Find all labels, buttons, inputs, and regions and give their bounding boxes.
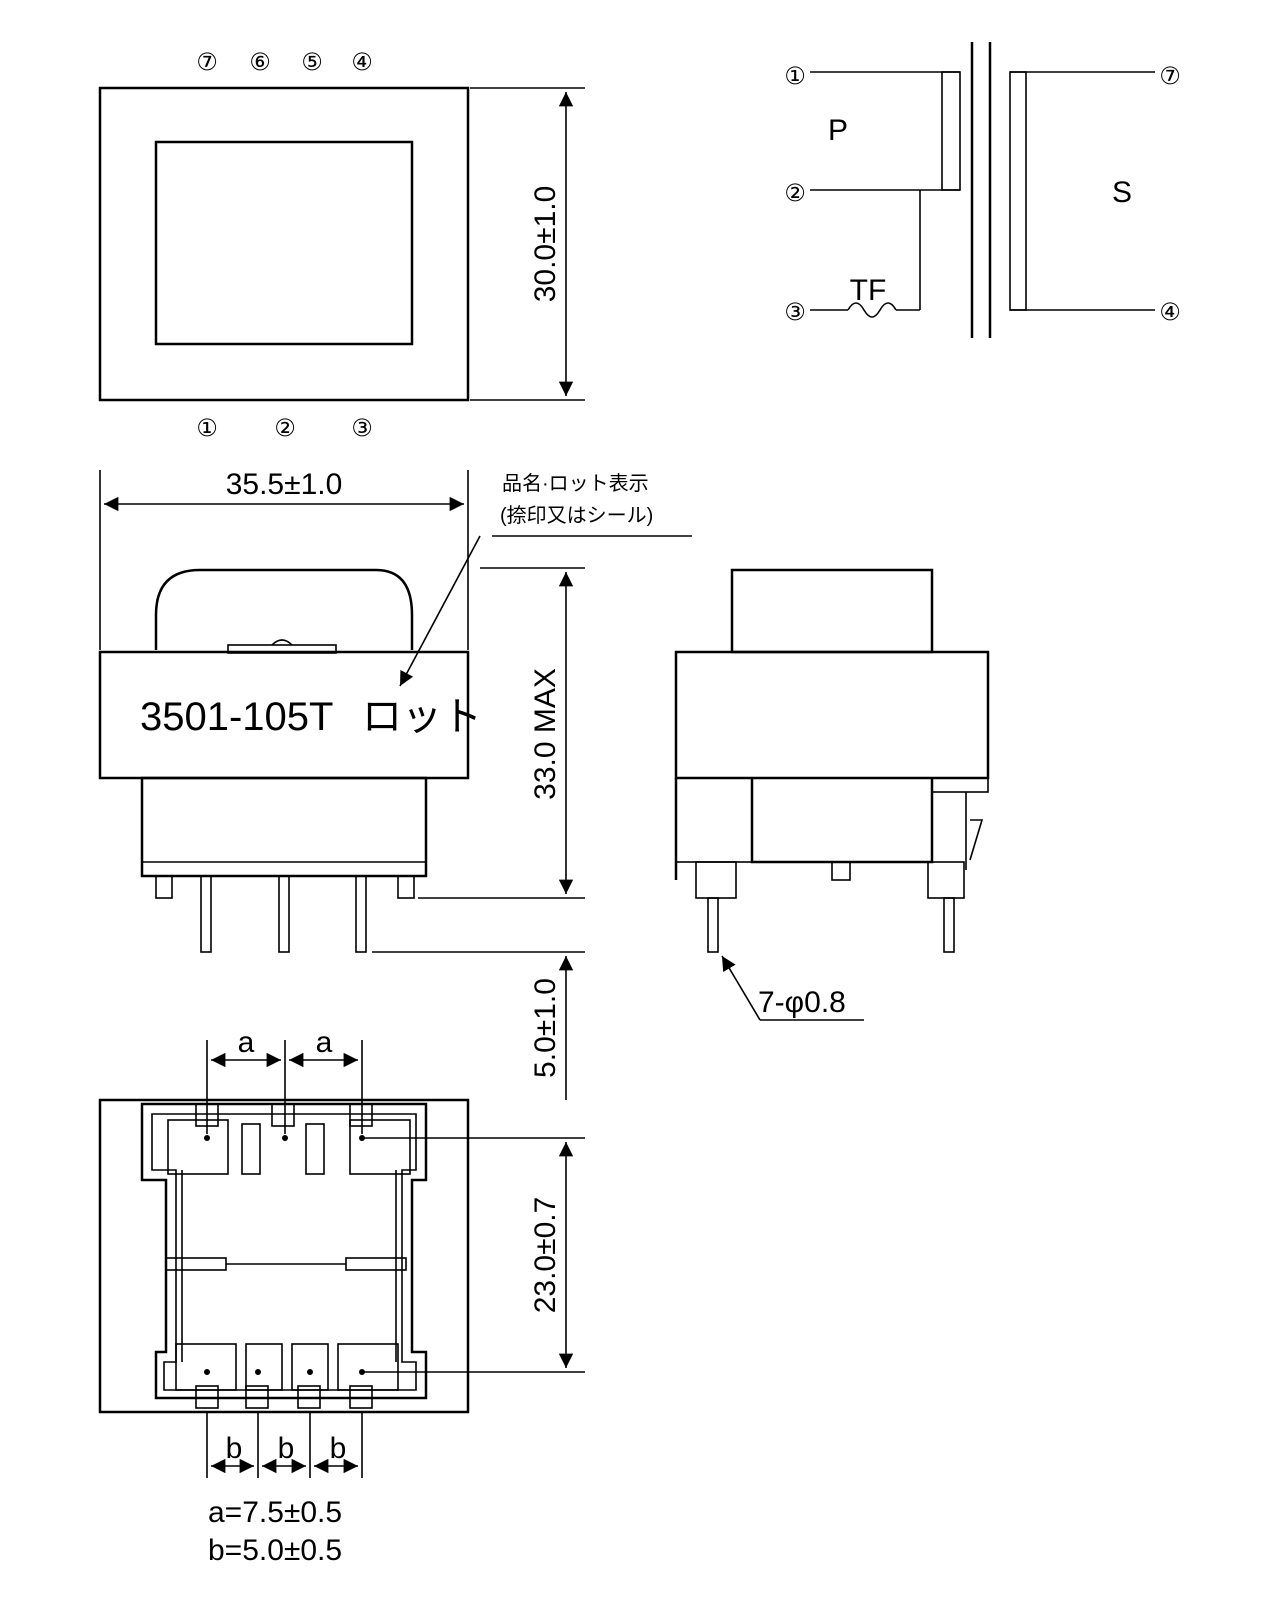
top-pin-5: ⑤ (301, 49, 323, 76)
bottom-pin-hole-1 (204, 1369, 210, 1375)
pin-note-text: 7-φ0.8 (758, 986, 846, 1019)
front-view: 35.5±1.0 品名·ロット表示 (捺印又はシール) 3501-105T ロッ… (98, 468, 692, 1100)
top-view-outline (98, 86, 470, 402)
schematic: ① ② ③ ⑦ ④ TF P S (784, 42, 1181, 338)
pin-note-leader (721, 955, 761, 1021)
bottom-pin-hole-6 (282, 1135, 288, 1141)
legend-b: b=5.0±0.5 (208, 1534, 342, 1567)
marking-note-line2: (捺印又はシール) (500, 504, 653, 527)
top-view-window (154, 140, 414, 346)
sch-pin-7: ⑦ (1159, 63, 1181, 90)
coil-dome (154, 568, 414, 650)
sch-pin-4: ④ (1159, 299, 1181, 326)
top-pin-6: ⑥ (249, 49, 271, 76)
marking-lot: ロット (362, 695, 482, 739)
bottom-pin-hole-4 (359, 1369, 365, 1375)
sch-pin-1: ① (784, 63, 806, 90)
front-pin-2 (278, 875, 290, 953)
legend-a: a=7.5±0.5 (208, 1496, 342, 1529)
pitch-a-label-1: a (238, 1026, 255, 1059)
bottom-pin-hole-3 (307, 1369, 313, 1375)
side-core (674, 650, 990, 780)
bottom-pin-1: ① (196, 415, 218, 442)
thermal-fuse-symbol (847, 302, 897, 318)
side-view: 7-φ0.8 (674, 568, 990, 1021)
marking-part-number: 3501-105T (140, 695, 333, 739)
top-pin-7: ⑦ (196, 49, 218, 76)
front-width-dim-text: 35.5±1.0 (226, 468, 343, 501)
top-height-dim-text: 30.0±1.0 (529, 186, 562, 303)
bottom-depth-dim-text: 23.0±0.7 (529, 1197, 562, 1314)
side-pin-left (707, 897, 719, 953)
bottom-pin-hole-7 (204, 1135, 210, 1141)
side-bobbin (674, 778, 934, 880)
bottom-pin-hole-2 (255, 1369, 261, 1375)
sch-pin-2: ② (784, 180, 806, 207)
front-pin-1 (200, 875, 212, 953)
top-view: ⑦ ⑥ ⑤ ④ ① ② ③ 30.0±1.0 (98, 49, 585, 442)
side-coil (730, 568, 934, 654)
pitch-b-label-2: b (278, 1432, 295, 1465)
bottom-pin-hole-5 (359, 1135, 365, 1141)
marking-note-line1: 品名·ロット表示 (502, 472, 649, 495)
bottom-pin-2: ② (274, 415, 296, 442)
marking-leader (399, 535, 481, 687)
front-pin-3 (355, 875, 367, 953)
sch-pin-3: ③ (784, 299, 806, 326)
secondary-winding (1009, 71, 1027, 311)
fuse-label: TF (850, 274, 887, 307)
pin-length-dim-text: 5.0±1.0 (529, 978, 562, 1078)
secondary-label: S (1112, 176, 1132, 209)
pitch-b-label-1: b (226, 1432, 243, 1465)
top-pin-4: ④ (351, 49, 373, 76)
pitch-a-label-2: a (316, 1026, 333, 1059)
pitch-b-label-3: b (330, 1432, 347, 1465)
bottom-pin-3: ③ (351, 415, 373, 442)
primary-label: P (828, 114, 848, 147)
bottom-view: a a (98, 1026, 585, 1567)
front-height-dim-text: 33.0 MAX (529, 668, 562, 800)
side-pin-right (943, 897, 955, 953)
primary-winding (941, 71, 961, 191)
bottom-view-outline (98, 1098, 470, 1414)
bobbin-frame (140, 1102, 428, 1400)
